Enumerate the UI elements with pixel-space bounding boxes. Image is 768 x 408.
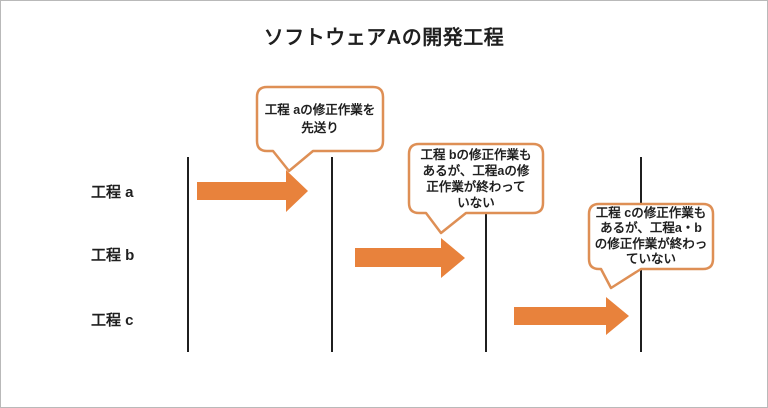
callout-line: 先送り (301, 121, 339, 135)
diagram-title: ソフトウェアAの開発工程 (263, 27, 505, 49)
milestone-line-2 (331, 157, 333, 352)
callout-bubble-process-b (407, 142, 545, 235)
callout-line: 正作業が終わって (426, 179, 526, 194)
callout-line: あるが、工程a・b (600, 221, 702, 235)
callout-line: あるが、工程aの修 (422, 163, 530, 178)
callout-line: いない (457, 195, 495, 210)
callout-line: ていない (625, 252, 676, 266)
callout-bubble-process-a (255, 85, 385, 173)
callout-text-process-a: 工程 aの修正作業を 先送り (257, 87, 383, 151)
process-b-arrow (355, 238, 465, 278)
callout-line: 工程 aの修正作業を (264, 103, 376, 117)
milestone-line-1 (187, 157, 189, 352)
row-label-process-b: 工程 b (91, 247, 135, 264)
process-a-arrow (197, 170, 308, 212)
callout-bubble-process-c (587, 202, 715, 290)
row-label-process-a: 工程 a (91, 184, 134, 201)
row-label-process-c: 工程 c (91, 312, 134, 329)
callout-line: の修正作業が終わっ (594, 236, 708, 251)
callout-text-process-b: 工程 bの修正作業も あるが、工程aの修 正作業が終わって いない (409, 144, 543, 213)
callout-line: 工程 cの修正作業も (595, 205, 707, 220)
callout-line: 工程 bの修正作業も (420, 147, 532, 162)
callout-text-process-c: 工程 cの修正作業も あるが、工程a・b の修正作業が終わっ ていない (589, 204, 713, 269)
process-c-arrow (514, 297, 629, 335)
milestone-line-3 (485, 157, 487, 352)
